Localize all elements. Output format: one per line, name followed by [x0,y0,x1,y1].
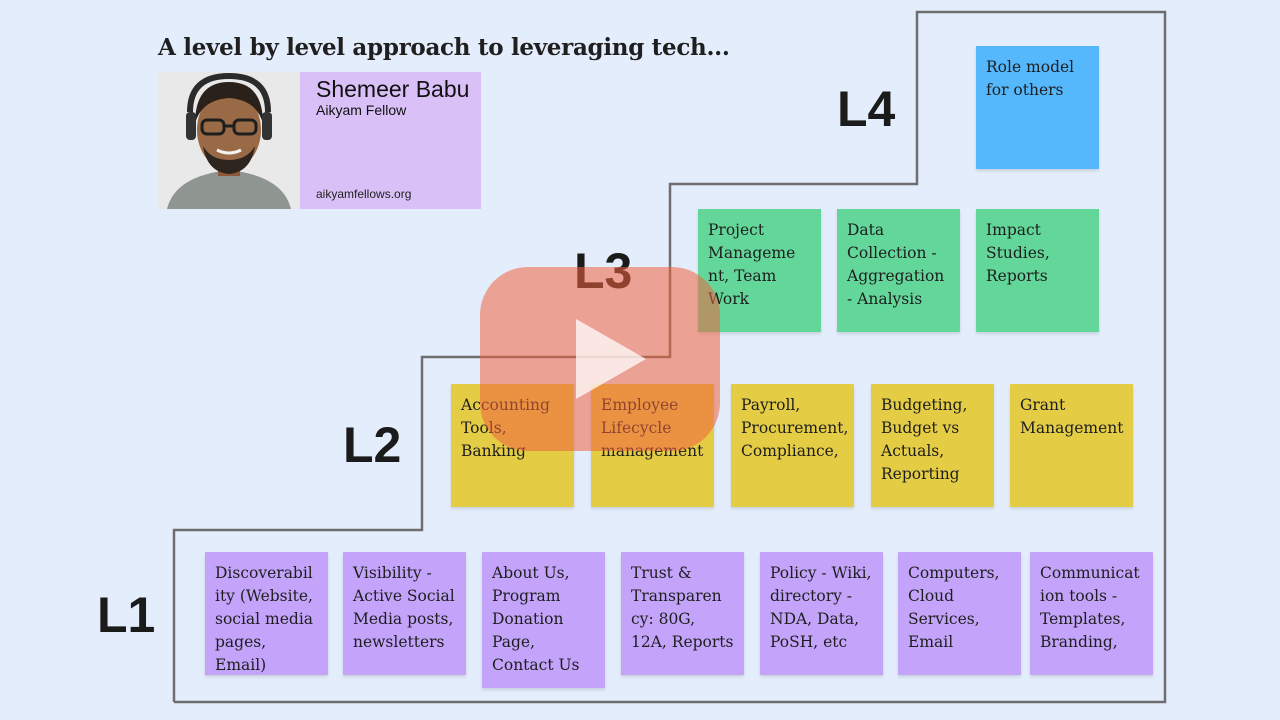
sticky-note-grant-management: Grant Management [1010,384,1133,507]
slide-title: A level by level approach to leveraging … [158,34,730,61]
sticky-note-impact-studies: Impact Studies, Reports [976,209,1099,332]
level-label-l2: L2 [343,417,402,473]
sticky-note-discoverability: Discoverabil ity (Website, social media … [205,552,328,675]
presenter-name: Shemeer Babu [316,76,470,102]
sticky-note-role-model: Role model for others [976,46,1099,169]
level-label-l4: L4 [837,81,896,137]
sticky-note-about-us: About Us, Program Donation Page, Contact… [482,552,605,688]
sticky-note-computers: Computers, Cloud Services, Email [898,552,1021,675]
level-label-l1: L1 [97,587,156,643]
presenter-website: aikyamfellows.org [316,187,412,201]
sticky-note-budgeting: Budgeting, Budget vs Actuals, Reporting [871,384,994,507]
sticky-note-payroll: Payroll, Procurement, Compliance, [731,384,854,507]
sticky-note-policy: Policy - Wiki, directory - NDA, Data, Po… [760,552,883,675]
presenter-photo [157,72,300,209]
play-button-icon[interactable] [480,267,720,451]
sticky-note-data-collection: Data Collection - Aggregation - Analysis [837,209,960,332]
sticky-note-visibility: Visibility - Active Social Media posts, … [343,552,466,675]
presenter-card: Shemeer Babu Aikyam Fellow aikyamfellows… [157,72,481,209]
sticky-note-trust-transparency: Trust & Transparen cy: 80G, 12A, Reports [621,552,744,675]
presenter-role: Aikyam Fellow [316,102,407,118]
sticky-note-communication: Communicat ion tools - Templates, Brandi… [1030,552,1153,675]
